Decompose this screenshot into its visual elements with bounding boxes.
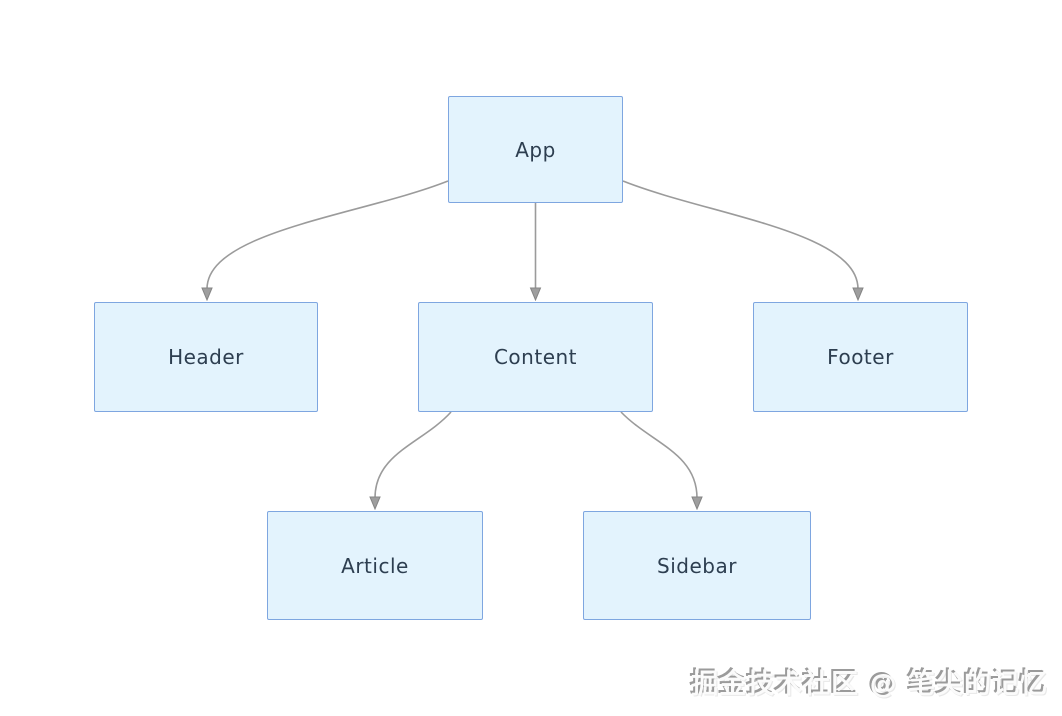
edge-content-sidebar (620, 411, 697, 498)
edge-content-article (375, 411, 452, 498)
node-label-app: App (515, 137, 556, 162)
node-content: Content (418, 302, 653, 412)
node-sidebar: Sidebar (583, 511, 811, 620)
node-label-footer: Footer (827, 345, 894, 369)
node-label-article: Article (341, 553, 409, 578)
watermark: 掘金技术社区 @ 笔尖的记忆 (691, 669, 1048, 700)
edge-app-footer (622, 180, 858, 289)
node-header: Header (94, 302, 318, 412)
node-app: App (448, 96, 623, 203)
node-label-content: Content (493, 345, 578, 369)
node-label-header: Header (168, 345, 244, 369)
edge-app-header (207, 180, 449, 289)
node-footer: Footer (753, 302, 968, 412)
node-label-sidebar: Sidebar (657, 553, 737, 578)
node-article: Article (267, 511, 483, 620)
